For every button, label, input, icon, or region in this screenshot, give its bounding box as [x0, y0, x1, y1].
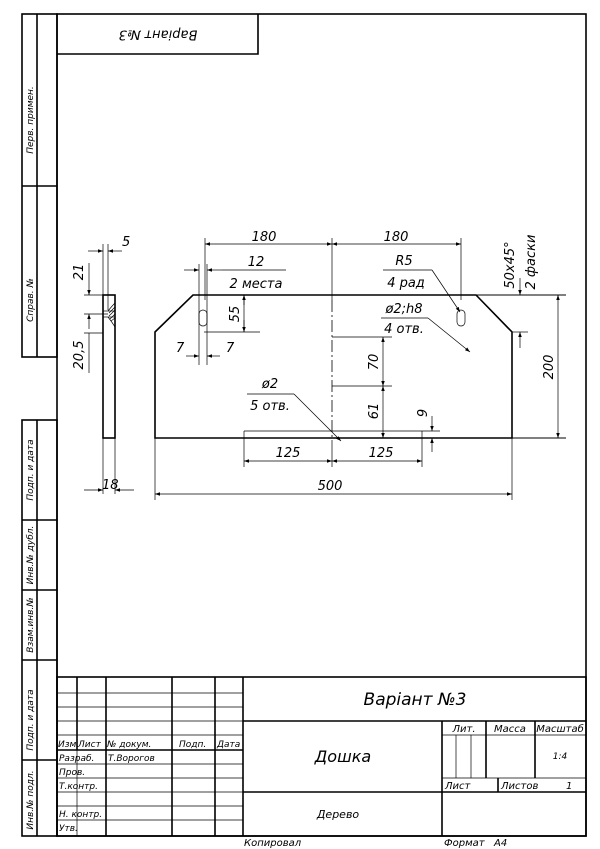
dim-2-mesta: 2 места: [230, 277, 283, 292]
drawing-frame: [56, 13, 587, 837]
header-massa: Масса: [494, 724, 526, 735]
dims-70-61: [332, 336, 392, 438]
footer-kopiroval: Копировал: [244, 838, 302, 849]
top-stamp: Варіант №3: [119, 27, 198, 42]
dim-2-faski: 2 фаски: [524, 235, 539, 290]
dim-9: 9: [416, 409, 431, 417]
dim-7-left: 7: [176, 341, 185, 356]
dim-slot-leader: [184, 264, 286, 365]
side-label-vzam-inv: Взам.инв.№: [26, 597, 36, 652]
dim-hole-2: ø2: [261, 377, 278, 392]
dim-500: 500: [318, 479, 343, 494]
dim-61: 61: [367, 403, 382, 420]
side-label-inv-podl: Инв.№ подл.: [26, 770, 36, 829]
dim-chamfer: 50x45°: [503, 241, 518, 288]
side-view: [84, 244, 134, 494]
dim-21: 21: [72, 264, 87, 281]
footer-format: Формат: [444, 838, 486, 849]
dim-4-otv: 4 отв.: [384, 322, 424, 337]
dim-20-5: 20,5: [72, 341, 87, 370]
side-label-inv-dubl: Инв.№ дубл.: [26, 526, 36, 585]
dim-125-right: 125: [369, 446, 394, 461]
front-view: [154, 294, 566, 440]
dim-12: 12: [248, 255, 265, 270]
row-nkontr: Н. контр.: [59, 810, 102, 820]
row-razrab-name: Т.Ворогов: [108, 754, 155, 764]
listov-label: Листов: [500, 781, 538, 792]
scale-value: 1:4: [553, 752, 568, 762]
title-part-name: Дошка: [314, 747, 371, 766]
dim-5-otv: 5 отв.: [250, 399, 290, 414]
title-block: [56, 676, 587, 837]
header-list: Лист: [77, 740, 102, 750]
footer-format-value: А4: [493, 838, 507, 849]
dim-55: 55: [228, 306, 243, 323]
side-label-perv-primen: Перв. примен.: [26, 86, 36, 154]
dim-18: 18: [102, 478, 119, 493]
dim-70: 70: [367, 354, 382, 371]
dim-r5: R5: [395, 254, 412, 269]
header-lit: Лит.: [451, 724, 475, 735]
dims-top: [204, 238, 462, 300]
side-strip: [21, 13, 58, 837]
dim-200: 200: [542, 355, 557, 380]
dim-4-rad: 4 рад: [387, 276, 425, 291]
row-prov: Пров.: [59, 768, 85, 778]
row-razrab: Разраб.: [59, 754, 94, 764]
dim-5: 5: [122, 235, 130, 250]
dim-180-left: 180: [252, 230, 277, 245]
dims-125: [243, 431, 423, 467]
dim-125-left: 125: [276, 446, 301, 461]
dim-hole-leader: [247, 393, 342, 442]
list-label: Лист: [444, 781, 472, 792]
dim-hole-h8: ø2;h8: [384, 302, 422, 317]
dim-7-right: 7: [226, 341, 235, 356]
dim-9-line: [244, 416, 440, 452]
title-variant: Варіант №3: [364, 690, 467, 710]
title-material: Дерево: [316, 808, 360, 821]
header-data: Дата: [216, 740, 240, 750]
dim-500-line: [154, 438, 513, 500]
dim-right-leaders: [381, 269, 471, 353]
listov-value: 1: [566, 781, 572, 792]
side-label-sprav-no: Справ. №: [26, 278, 36, 322]
side-label-podp-data-2: Подп. и дата: [26, 689, 36, 750]
header-izm: Изм.: [58, 740, 79, 750]
row-tkontr: Т.контр.: [59, 782, 98, 792]
header-podp: Подп.: [179, 740, 206, 750]
side-label-podp-data-1: Подп. и дата: [26, 439, 36, 500]
header-masshtab: Масштаб: [536, 723, 584, 735]
dim-180-right: 180: [384, 230, 409, 245]
header-ndokum: № докум.: [106, 740, 151, 750]
row-utv: Утв.: [59, 824, 78, 834]
dim-chamfer: [512, 278, 528, 348]
